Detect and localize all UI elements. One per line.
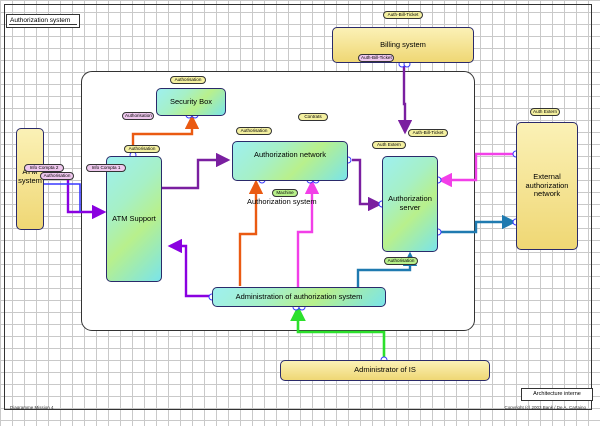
authorization-server-label: Authorization server bbox=[388, 194, 432, 212]
pill-security-left[interactable]: Authorisation bbox=[122, 112, 154, 120]
diagram-title-text: Authorization system bbox=[10, 17, 71, 24]
container-label: Authorization system bbox=[247, 197, 317, 206]
pill-net-top-left[interactable]: Authorisation bbox=[236, 127, 272, 135]
external-authorization-network-box[interactable]: External authorization network bbox=[516, 122, 578, 250]
pill-security-top[interactable]: Authorisation bbox=[170, 76, 206, 84]
pill-machine[interactable]: Machine bbox=[272, 189, 298, 197]
link-atmsys-atmsupport bbox=[44, 174, 107, 220]
link-billing-server bbox=[397, 66, 413, 135]
footer-right-text: Copyright (c) 2003 Bank / De A. Cartaino bbox=[504, 405, 586, 410]
atm-support-box[interactable]: ATM Support bbox=[106, 156, 162, 282]
authorization-network-label: Authorization network bbox=[253, 149, 327, 159]
link-administrator-admin bbox=[290, 305, 386, 360]
pill-server-top-left[interactable]: Auth Extern bbox=[372, 141, 406, 149]
billing-system-label: Billing system bbox=[380, 39, 426, 49]
administration-box[interactable]: Administration of authorization system bbox=[212, 287, 386, 307]
atm-support-label: ATM Support bbox=[112, 213, 156, 223]
pill-billing-bottom[interactable]: Auth-Bill-Ticket bbox=[358, 54, 394, 62]
diagram-frame bbox=[4, 4, 592, 410]
pill-atm-left3[interactable]: Info Compta 1 bbox=[86, 164, 126, 172]
security-box-label: Security Box bbox=[169, 96, 213, 106]
link-external-server bbox=[437, 152, 516, 188]
authorization-server-box[interactable]: Authorization server bbox=[382, 156, 438, 252]
pill-billing-top[interactable]: Auth-Bill-Ticket bbox=[383, 11, 423, 19]
link-atmsys-2 bbox=[44, 183, 81, 212]
pill-atm-left2[interactable]: Authorisation bbox=[40, 172, 74, 180]
link-atm-admin bbox=[167, 238, 210, 298]
pill-server-bottom[interactable]: Authorisation bbox=[384, 257, 418, 265]
link-network-server bbox=[352, 158, 383, 212]
link-admin-network bbox=[238, 179, 264, 286]
atm-system-box[interactable]: ATM system bbox=[16, 128, 44, 230]
external-authorization-network-label: External authorization network bbox=[525, 172, 569, 199]
link-atm-security bbox=[131, 114, 200, 154]
security-box[interactable]: Security Box bbox=[156, 88, 226, 116]
reference-box: Architecture interne bbox=[521, 388, 593, 401]
pill-atm-left1[interactable]: Info Compta 2 bbox=[24, 164, 64, 172]
link-admin-network-magenta bbox=[296, 179, 320, 290]
authorization-network-box[interactable]: Authorization network bbox=[232, 141, 348, 181]
pill-server-top-right[interactable]: Auth-Bill-Ticket bbox=[408, 129, 448, 137]
pill-atm-support-top[interactable]: Authorisation bbox=[124, 145, 160, 153]
administrator-box[interactable]: Administrator of IS bbox=[280, 360, 490, 381]
link-atm-network bbox=[162, 152, 231, 190]
diagram-title: Authorization system bbox=[6, 14, 80, 28]
footer-left-text: Diagramme Mission 4 bbox=[10, 405, 54, 410]
pill-net-top-right[interactable]: Contrats bbox=[298, 113, 328, 121]
billing-system-box[interactable]: Billing system bbox=[332, 27, 474, 63]
administration-label: Administration of authorization system bbox=[235, 291, 363, 301]
link-server-external bbox=[440, 214, 517, 234]
administrator-label: Administrator of IS bbox=[354, 365, 416, 375]
pill-external-top[interactable]: Auth Extern bbox=[530, 108, 560, 116]
title-underline bbox=[9, 24, 77, 25]
